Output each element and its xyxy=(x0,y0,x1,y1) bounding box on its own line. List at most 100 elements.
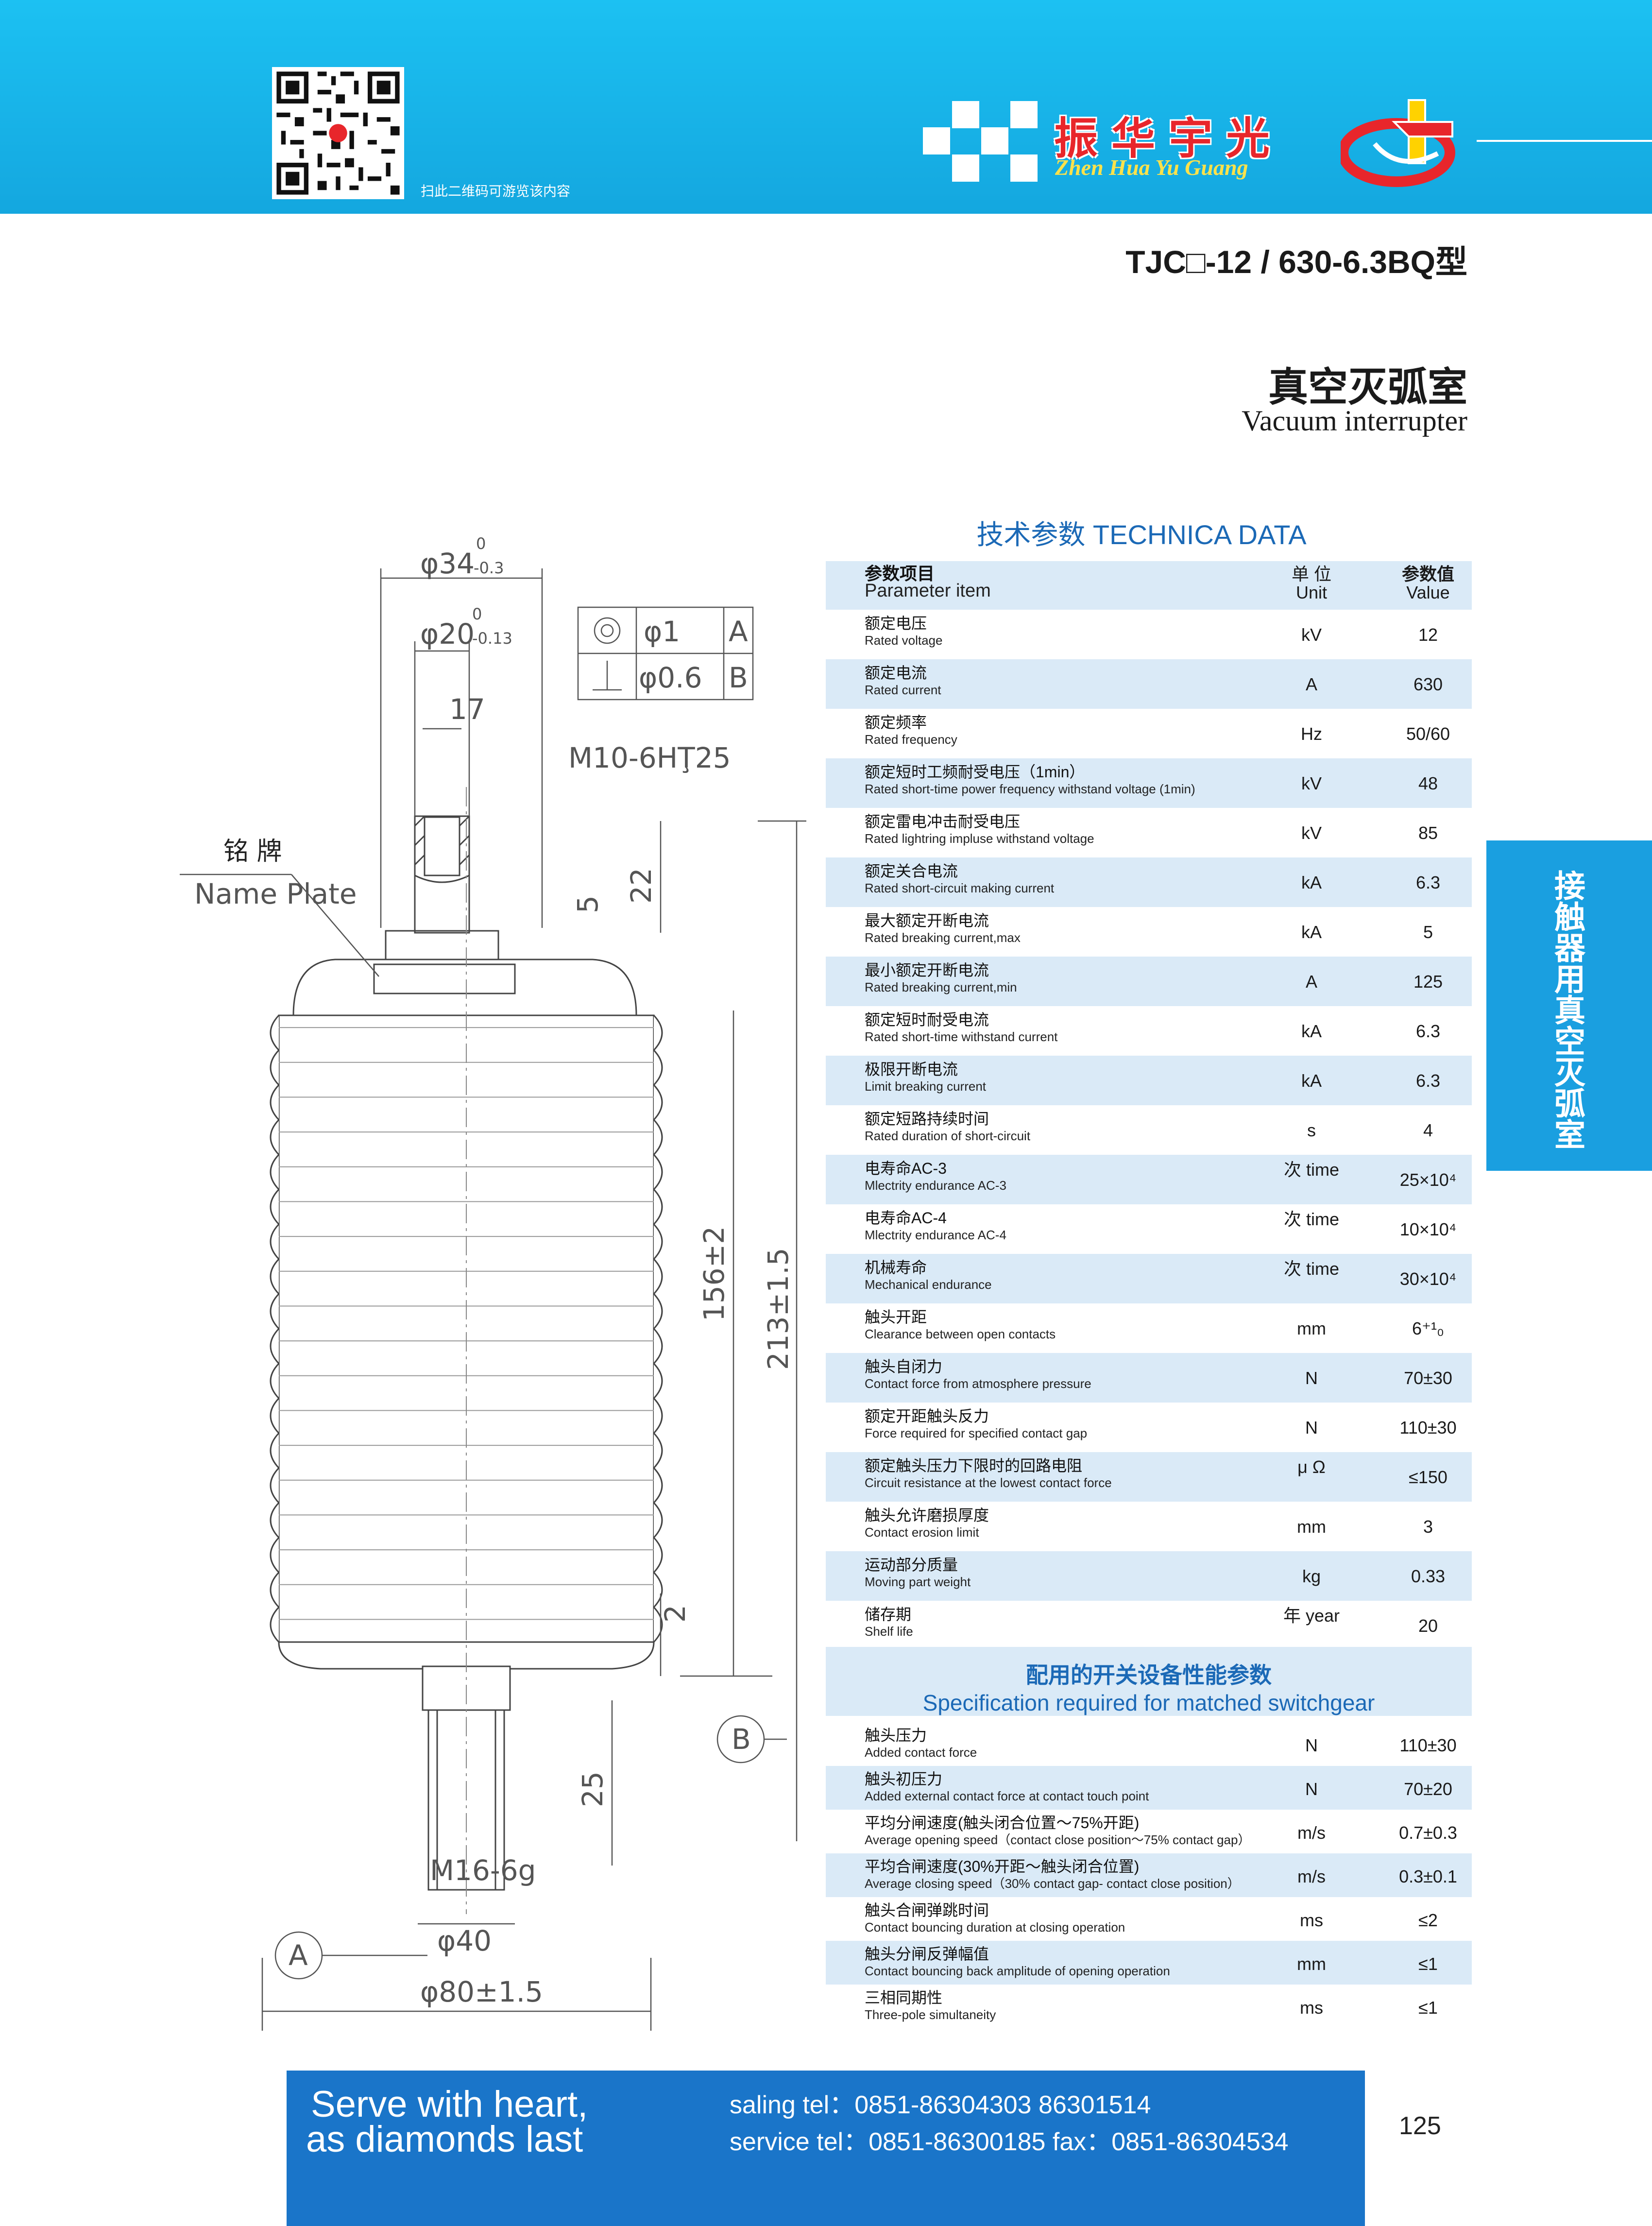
param-value: 70±30 xyxy=(1404,1368,1452,1388)
param-name-cn: 额定短时工频耐受电压（1min） xyxy=(865,763,1085,781)
param-value: 50/60 xyxy=(1406,724,1450,744)
param-value: 125 xyxy=(1413,972,1443,992)
col-header-param-en: Parameter item xyxy=(865,581,991,601)
bellows-rib xyxy=(653,1189,663,1225)
param-name-en: Mlectrity endurance AC-4 xyxy=(865,1228,1006,1242)
col-header-unit: 单 位 Unit xyxy=(1239,565,1384,602)
param-name: 平均合闸速度(30%开距～触头闭合位置)Average closing spee… xyxy=(865,1858,1253,1892)
param-unit: mm xyxy=(1297,1517,1326,1537)
param-name-en: Average closing speed（30% contact gap- c… xyxy=(865,1876,1240,1891)
param-name-cn: 额定触头压力下限时的回路电阻 xyxy=(865,1457,1083,1474)
table-row: 平均合闸速度(30%开距～触头闭合位置)Average closing spee… xyxy=(826,1853,1472,1897)
qr-code-image xyxy=(272,67,404,199)
datum-a: A xyxy=(289,1939,308,1972)
page-title-cn: 真空灭弧室 xyxy=(1268,365,1467,410)
thread-bottom: M16-6g xyxy=(430,1854,536,1887)
param-name-cn: 平均合闸速度(30%开距～触头闭合位置) xyxy=(865,1858,1140,1875)
service-contact[interactable]: service tel：0851-86300185 fax：0851-86304… xyxy=(730,2128,1289,2156)
param-name-en: Contact erosion limit xyxy=(865,1525,979,1540)
bellows-rib xyxy=(270,1363,280,1399)
bellows-rib xyxy=(270,1154,280,1190)
tol-circularity-ref: A xyxy=(729,615,748,648)
tol-circularity-value: φ1 xyxy=(644,615,680,648)
qr-code[interactable] xyxy=(272,67,404,199)
param-name-cn: 最大额定开断电流 xyxy=(865,912,989,929)
dim-5: 5 xyxy=(571,895,604,913)
bellows-rib xyxy=(653,1084,663,1121)
bellows-rib xyxy=(653,1398,663,1434)
dim-d80: φ80±1.5 xyxy=(420,1975,543,2008)
param-name-cn: 电寿命AC-3 xyxy=(865,1160,947,1177)
dim-17: 17 xyxy=(449,693,485,726)
param-name-cn: 机械寿命 xyxy=(865,1259,927,1276)
param-name-cn: 额定关合电流 xyxy=(865,862,958,880)
param-value: ≤2 xyxy=(1418,1910,1438,1930)
bellows-rib xyxy=(270,1293,280,1330)
param-name-cn: 额定电流 xyxy=(865,664,927,682)
col-header-unit-en: Unit xyxy=(1295,582,1328,602)
param-unit: m/s xyxy=(1297,1866,1326,1886)
param-name-en: Mechanical endurance xyxy=(865,1277,992,1292)
tech-data-table: 参数项目 Parameter item 单 位 Unit 参数值 Value 额… xyxy=(826,561,1472,1650)
dim-d34-tol-top: 0 xyxy=(476,534,486,553)
param-unit: kA xyxy=(1301,1071,1322,1091)
bellows-rib xyxy=(653,1154,663,1190)
param-unit: N xyxy=(1305,1779,1318,1799)
brand-name-cn: 振华宇光 xyxy=(1054,115,1283,163)
param-name-cn: 额定频率 xyxy=(865,714,927,731)
param-name-en: Mlectrity endurance AC-3 xyxy=(865,1178,1006,1193)
dim-2: 2 xyxy=(659,1605,692,1623)
spec-title-cn: 配用的开关设备性能参数 xyxy=(1026,1662,1272,1688)
technical-drawing: φ34 0 -0.3 φ20 0 -0.13 φ1 A φ0.6 B 17 M1… xyxy=(175,525,811,2040)
param-unit: s xyxy=(1307,1120,1316,1140)
param-name-cn: 触头允许磨损厚度 xyxy=(865,1507,989,1524)
dim-22: 22 xyxy=(625,868,658,904)
col-header-value-cn: 参数值 xyxy=(1401,564,1454,584)
param-unit: m/s xyxy=(1297,1823,1326,1843)
bellows-rib xyxy=(270,1014,280,1051)
dim-d20: φ20 xyxy=(420,617,475,651)
param-name-cn: 额定开距触头反力 xyxy=(865,1407,989,1425)
bellows-rib xyxy=(270,1223,280,1260)
dim-213: 213±1.5 xyxy=(762,1248,795,1370)
decor-square xyxy=(952,101,979,128)
company-logo xyxy=(1338,95,1462,192)
nameplate-label-en: Name Plate xyxy=(194,877,357,910)
param-unit: μ Ω xyxy=(1297,1457,1326,1477)
bellows-rib xyxy=(653,1258,663,1295)
sales-contact[interactable]: saling tel：0851-86304303 86301514 xyxy=(730,2091,1151,2119)
logo-icon xyxy=(1338,99,1455,187)
param-name-en: Added external contact force at contact … xyxy=(865,1789,1149,1803)
dim-d34-tol-bot: -0.3 xyxy=(474,559,504,577)
param-name-cn: 电寿命AC-4 xyxy=(865,1209,947,1227)
col-header-param-cn: 参数项目 xyxy=(865,564,935,583)
